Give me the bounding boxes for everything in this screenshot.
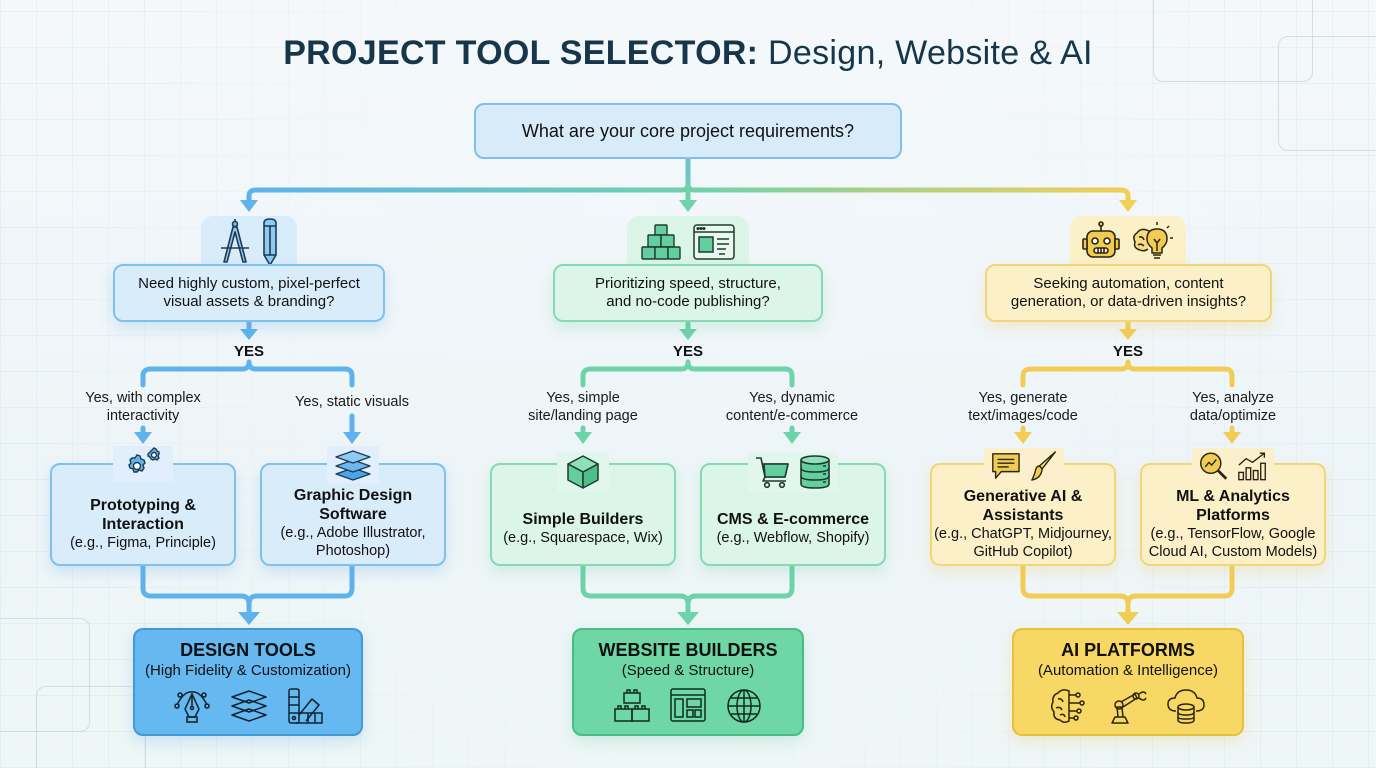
ai-yes-label: YES xyxy=(1112,343,1143,360)
robot-arm-icon xyxy=(1111,691,1147,724)
design-icon-tab xyxy=(201,216,297,268)
ai-platforms-subtitle: (Automation & Intelligence) xyxy=(1037,662,1219,679)
layout-icon xyxy=(670,688,706,722)
design-tools-title: DESIGN TOOLS xyxy=(180,640,316,660)
generative-ai-node[interactable]: Generative AI & Assistants (e.g., ChatGP… xyxy=(930,463,1116,566)
design-question-node[interactable]: Need highly custom, pixel-perfect visual… xyxy=(113,264,385,322)
cube-icon xyxy=(567,455,599,489)
compass-icon xyxy=(221,219,249,263)
layers-icon xyxy=(231,690,267,722)
webpage-icon xyxy=(693,224,735,260)
website-question-node[interactable]: Prioritizing speed, structure, and no-co… xyxy=(553,264,823,322)
bar-chart-icon xyxy=(1238,452,1266,481)
website-question-line2: and no-code publishing? xyxy=(606,293,770,310)
cloud-database-icon xyxy=(1167,689,1205,724)
ai-icon-tab xyxy=(1070,216,1186,268)
ai-question-line1: Seeking automation, content xyxy=(1033,275,1224,292)
design-yes-label: YES xyxy=(233,343,264,360)
cms-ecommerce-icons xyxy=(748,452,838,492)
ai-option2-label: Yes, analyze data/optimize xyxy=(1189,390,1277,424)
title-rest: Design, Website & AI xyxy=(758,34,1093,72)
design-tools-result[interactable]: DESIGN TOOLS (High Fidelity & Customizat… xyxy=(133,628,363,736)
website-builders-subtitle: (Speed & Structure) xyxy=(621,662,755,679)
ai-question-node[interactable]: Seeking automation, content generation, … xyxy=(985,264,1272,322)
database-icon xyxy=(800,455,830,489)
ai-question-line2: generation, or data-driven insights? xyxy=(1010,293,1247,310)
graphic-design-icons xyxy=(327,446,379,484)
website-builders-title: WEBSITE BUILDERS xyxy=(598,640,778,660)
root-question-node[interactable]: What are your core project requirements? xyxy=(474,103,902,159)
prototyping-icons xyxy=(113,446,173,482)
design-question-line1: Need highly custom, pixel-perfect xyxy=(138,275,360,292)
design-option2-label: Yes, static visuals xyxy=(295,394,409,410)
website-yes-label: YES xyxy=(672,343,703,360)
pencil-icon xyxy=(263,218,277,266)
design-option1-label: Yes, with complex interactivity xyxy=(85,390,201,424)
ai-platforms-title: AI PLATFORMS xyxy=(1061,640,1195,660)
website-option2-label: Yes, dynamic content/e-commerce xyxy=(725,390,859,424)
search-chart-icon xyxy=(1200,452,1228,480)
generative-ai-icons xyxy=(984,448,1064,484)
ai-option1-label: Yes, generate text/images/code xyxy=(968,390,1078,424)
root-question-text: What are your core project requirements? xyxy=(521,120,855,141)
brush-icon xyxy=(1031,451,1056,481)
ai-brain-icon xyxy=(1050,689,1085,724)
ai-platforms-result[interactable]: AI PLATFORMS (Automation & Intelligence) xyxy=(1012,628,1244,736)
gears-icon xyxy=(128,447,160,473)
website-question-line1: Prioritizing speed, structure, xyxy=(595,275,781,292)
design-tools-subtitle: (High Fidelity & Customization) xyxy=(145,662,351,679)
brain-bulb-icon xyxy=(1133,222,1173,259)
simple-builders-node[interactable]: Simple Builders (e.g., Squarespace, Wix) xyxy=(490,463,676,566)
simple-builders-icons xyxy=(557,452,609,492)
title-bold: PROJECT TOOL SELECTOR: xyxy=(283,34,759,72)
prototyping-node[interactable]: Prototyping & Interaction (e.g., Figma, … xyxy=(50,463,236,566)
blocks-icon xyxy=(641,224,681,260)
page-title: PROJECT TOOL SELECTOR: Design, Website &… xyxy=(0,34,1376,73)
website-icon-tab xyxy=(627,216,749,268)
design-question-line2: visual assets & branding? xyxy=(163,293,335,310)
website-option1-label: Yes, simple site/landing page xyxy=(528,390,638,424)
pen-tool-icon xyxy=(174,691,210,723)
ml-analytics-icons xyxy=(1192,448,1274,484)
chat-icon xyxy=(992,453,1020,479)
robot-icon xyxy=(1082,221,1120,258)
color-swatch-icon xyxy=(288,688,323,724)
website-builders-result[interactable]: WEBSITE BUILDERS (Speed & Structure) xyxy=(572,628,804,736)
globe-icon xyxy=(727,689,761,723)
bricks-icon xyxy=(614,689,650,722)
cart-icon xyxy=(756,457,789,489)
layers-icon xyxy=(335,450,371,481)
